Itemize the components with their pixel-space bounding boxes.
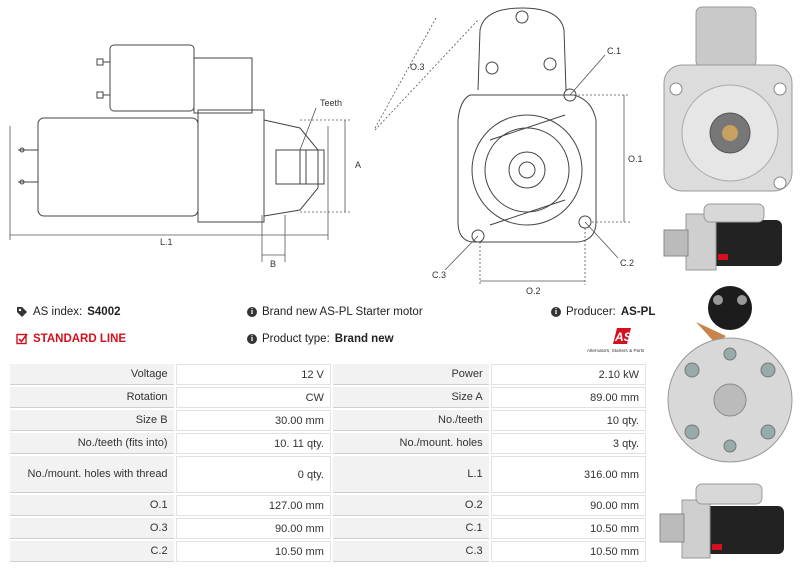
solenoid [109, 44, 195, 112]
dim-o3-label: O.3 [410, 62, 425, 72]
spec-value: 90.00 mm [175, 518, 331, 539]
spec-label: L.1 [332, 456, 489, 493]
producer-label: Producer: [566, 306, 616, 318]
table-row: Rotation CW Size A 89.00 mm [10, 387, 646, 408]
hole-c3 [471, 229, 485, 243]
hole-c1 [563, 88, 577, 102]
spec-label: O.2 [332, 495, 489, 516]
standard-line-row: STANDARD LINE [16, 333, 126, 345]
product-photos [656, 0, 800, 569]
spec-label: No./mount. holes [332, 433, 489, 454]
spec-label: O.3 [10, 518, 174, 539]
spec-label: Voltage [10, 364, 174, 385]
producer-row: i Producer: AS-PL [551, 306, 655, 318]
spec-label: C.1 [332, 518, 489, 539]
logo-text: AS [614, 330, 632, 344]
info-icon: i [247, 334, 257, 344]
info-icon: i [551, 307, 561, 317]
flange-outer-circle [471, 114, 583, 226]
spec-label: C.3 [332, 541, 489, 562]
spec-value: 10 qty. [490, 410, 646, 431]
flange-plate [457, 94, 597, 243]
table-row: Size B 30.00 mm No./teeth 10 qty. [10, 410, 646, 431]
info-icon: i [247, 307, 257, 317]
table-row: Voltage 12 V Power 2.10 kW [10, 364, 646, 385]
spec-label: No./teeth [332, 410, 489, 431]
motor-body [37, 117, 199, 217]
spec-value: 12 V [175, 364, 331, 385]
motor-nose [197, 109, 265, 223]
dim-c2-label: C.2 [620, 258, 634, 268]
spec-value: 0 qty. [175, 456, 331, 493]
spec-label: C.2 [10, 541, 174, 562]
dim-l1-label: L.1 [160, 237, 173, 247]
spec-value: 90.00 mm [490, 495, 646, 516]
flange-top [477, 7, 567, 91]
description-row: i Brand new AS-PL Starter motor [247, 306, 423, 318]
product-type-row: i Product type: Brand new [247, 333, 394, 345]
spec-value: 316.00 mm [490, 456, 646, 493]
spec-label: Rotation [10, 387, 174, 408]
dim-a-label: A [355, 160, 361, 170]
spec-value: 2.10 kW [490, 364, 646, 385]
as-index-label: AS index: [33, 306, 83, 318]
description-text: Brand new AS-PL Starter motor [262, 306, 423, 318]
specs-table: Voltage 12 V Power 2.10 kW Rotation CW S… [8, 362, 648, 564]
spec-label: Size A [332, 387, 489, 408]
spec-value: CW [175, 387, 331, 408]
spec-value: 89.00 mm [490, 387, 646, 408]
dim-c3-label: C.3 [432, 270, 446, 280]
spec-value: 10.50 mm [175, 541, 331, 562]
product-type-value: Brand new [334, 333, 394, 345]
spec-label: No./teeth (fits into) [10, 433, 174, 454]
table-row: No./mount. holes with thread 0 qty. L.1 … [10, 456, 646, 493]
photo-side-small [663, 203, 782, 271]
table-row: O.3 90.00 mm C.1 10.50 mm [10, 518, 646, 539]
dim-o1-label: O.1 [628, 154, 643, 164]
table-row: No./teeth (fits into) 10. 11 qty. No./mo… [10, 433, 646, 454]
photo-front-flange [663, 6, 793, 192]
as-pl-logo: AS Alternators, Starters & Parts [587, 326, 653, 356]
standard-line-label: STANDARD LINE [33, 333, 127, 345]
dim-o2-label: O.2 [526, 286, 541, 296]
photo-rear-end [667, 286, 793, 463]
checkbox-icon [16, 333, 28, 345]
teeth-label: Teeth [320, 98, 342, 108]
technical-drawing: L.1 B A Teeth O.3 O.1 O.2 C.1 C.2 C [9, 7, 643, 296]
spec-value: 10.50 mm [490, 518, 646, 539]
spec-value: 10. 11 qty. [175, 433, 331, 454]
spec-label: No./mount. holes with thread [10, 456, 174, 493]
solenoid-cap [193, 57, 253, 114]
dim-c1-label: C.1 [607, 46, 621, 56]
logo-tagline: Alternators, Starters & Parts [587, 348, 645, 353]
dim-b-label: B [270, 259, 276, 269]
spec-value: 30.00 mm [175, 410, 331, 431]
producer-value: AS-PL [620, 306, 656, 318]
table-row: O.1 127.00 mm O.2 90.00 mm [10, 495, 646, 516]
photo-side-large [659, 483, 784, 559]
spec-value: 3 qty. [490, 433, 646, 454]
table-row: C.2 10.50 mm C.3 10.50 mm [10, 541, 646, 562]
spec-value: 10.50 mm [490, 541, 646, 562]
spec-label: O.1 [10, 495, 174, 516]
as-index-value: S4002 [87, 306, 121, 318]
spec-value: 127.00 mm [175, 495, 331, 516]
product-info: AS index: S4002 STANDARD LINE i Brand ne… [16, 306, 656, 358]
spec-label: Power [332, 364, 489, 385]
product-type-label: Product type: [262, 333, 330, 345]
as-index-row: AS index: S4002 [16, 306, 121, 318]
spec-label: Size B [10, 410, 174, 431]
tag-icon [16, 306, 28, 318]
